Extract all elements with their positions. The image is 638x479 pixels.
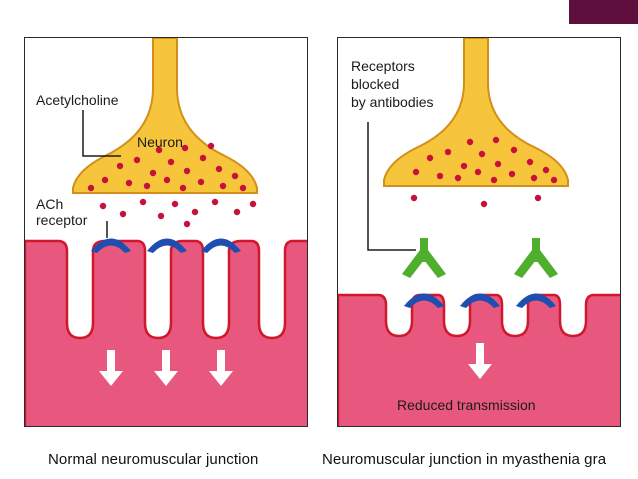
vesicle xyxy=(530,174,538,182)
antibody-y-icon xyxy=(402,238,446,278)
ach-receptor xyxy=(91,238,131,253)
left-caption: Normal neuromuscular junction xyxy=(48,451,259,468)
vesicle xyxy=(183,167,191,175)
vesicle xyxy=(542,166,550,174)
ach-molecule xyxy=(534,194,542,202)
vesicle xyxy=(466,138,474,146)
vesicle xyxy=(490,176,498,184)
muscle-fiber xyxy=(25,239,307,426)
vesicle xyxy=(207,142,215,150)
ach-receptor xyxy=(460,293,500,308)
right-caption: Neuromuscular junction in myasthenia gra xyxy=(322,451,607,468)
vesicle xyxy=(454,174,462,182)
receptors-label-line1: Receptors xyxy=(351,58,415,74)
vesicle xyxy=(460,162,468,170)
vesicle xyxy=(133,156,141,164)
vesicle xyxy=(412,168,420,176)
vesicle xyxy=(116,162,124,170)
vesicle xyxy=(492,136,500,144)
neuron-terminal xyxy=(72,38,258,194)
ach-receptor xyxy=(147,238,187,253)
neuron-label: Neuron xyxy=(137,134,183,150)
reduced-transmission-label: Reduced transmission xyxy=(397,397,536,413)
vesicle xyxy=(149,169,157,177)
vesicle xyxy=(101,176,109,184)
down-arrow-icon xyxy=(209,350,233,386)
corner-accent-block xyxy=(569,0,638,24)
vesicles-group xyxy=(87,142,257,228)
vesicle xyxy=(478,150,486,158)
vesicle xyxy=(474,168,482,176)
ach-molecule xyxy=(183,220,191,228)
ach-molecule xyxy=(99,202,107,210)
ach-molecule xyxy=(139,198,147,206)
vesicle xyxy=(436,172,444,180)
receptors-label-line2: blocked xyxy=(351,76,400,92)
myasthenia-junction-panel: Receptors blocked by antibodies Reduced … xyxy=(337,37,621,427)
vesicle xyxy=(179,184,187,192)
down-arrow-icon xyxy=(468,343,492,379)
vesicle xyxy=(143,182,151,190)
vesicle xyxy=(125,179,133,187)
ach-molecule xyxy=(119,210,127,218)
receptors-label-line3: by antibodies xyxy=(351,94,434,110)
down-arrow-icon xyxy=(99,350,123,386)
acetylcholine-label: Acetylcholine xyxy=(36,92,119,108)
ach-receptor xyxy=(201,238,241,253)
normal-junction-diagram xyxy=(25,38,307,426)
ach-label: ACh xyxy=(36,196,64,212)
ach-molecule xyxy=(249,200,257,208)
vesicle xyxy=(163,176,171,184)
vesicle xyxy=(550,176,558,184)
vesicle xyxy=(215,165,223,173)
ach-molecule xyxy=(191,208,199,216)
neuron-terminal xyxy=(383,38,569,187)
ach-molecule xyxy=(171,200,179,208)
vesicle xyxy=(181,144,189,152)
vesicle xyxy=(426,154,434,162)
vesicle xyxy=(199,154,207,162)
vesicle xyxy=(231,172,239,180)
myasthenia-junction-diagram xyxy=(338,38,620,426)
vesicle xyxy=(526,158,534,166)
ach-receptor xyxy=(516,293,556,308)
ach-receptor xyxy=(404,293,444,308)
receptors-blocked-leader xyxy=(367,122,416,251)
receptor-label: receptor xyxy=(36,212,88,228)
antibody-y-icon xyxy=(514,238,558,278)
vesicle xyxy=(239,184,247,192)
ach-molecule xyxy=(480,200,488,208)
normal-junction-panel: Acetylcholine Neuron ACh receptor xyxy=(24,37,308,427)
vesicle xyxy=(87,184,95,192)
vesicle xyxy=(219,182,227,190)
vesicle xyxy=(444,148,452,156)
ach-molecule xyxy=(211,198,219,206)
ach-molecule xyxy=(233,208,241,216)
vesicle xyxy=(508,170,516,178)
acetylcholine-leader xyxy=(82,110,121,157)
down-arrow-icon xyxy=(154,350,178,386)
vesicle xyxy=(167,158,175,166)
vesicle xyxy=(155,146,163,154)
vesicle xyxy=(197,178,205,186)
vesicle xyxy=(510,146,518,154)
ach-molecule xyxy=(410,194,418,202)
vesicle xyxy=(494,160,502,168)
ach-molecule xyxy=(157,212,165,220)
vesicles-group xyxy=(410,136,558,208)
